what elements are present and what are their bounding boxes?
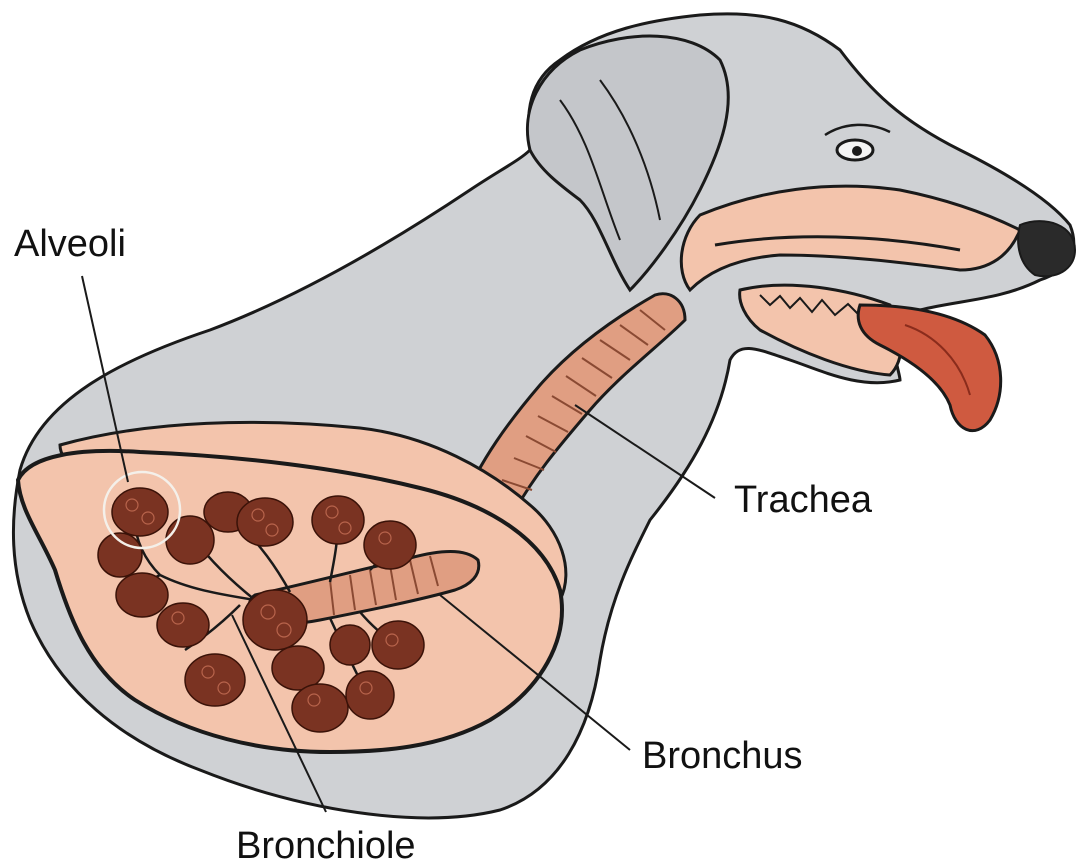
label-alveoli: Alveoli <box>14 223 126 265</box>
alveoli-cluster <box>292 684 348 732</box>
alveoli-cluster <box>166 516 214 564</box>
dog-pupil <box>852 146 862 156</box>
alveoli-cluster <box>116 573 168 617</box>
alveoli-cluster <box>372 621 424 669</box>
alveoli-cluster <box>330 625 370 665</box>
alveoli-cluster <box>346 671 394 719</box>
label-bronchus: Bronchus <box>642 735 803 777</box>
alveoli-cluster <box>364 521 416 569</box>
alveoli-cluster <box>237 498 293 546</box>
dog-nose <box>1018 221 1075 276</box>
alveoli-cluster <box>312 496 364 544</box>
alveoli-cluster <box>243 590 307 650</box>
label-bronchiole: Bronchiole <box>236 825 416 864</box>
alveoli-cluster <box>157 603 209 647</box>
alveoli-cluster <box>272 646 324 690</box>
alveoli-cluster <box>112 488 168 536</box>
alveoli-cluster <box>185 654 245 706</box>
label-trachea: Trachea <box>734 479 873 521</box>
